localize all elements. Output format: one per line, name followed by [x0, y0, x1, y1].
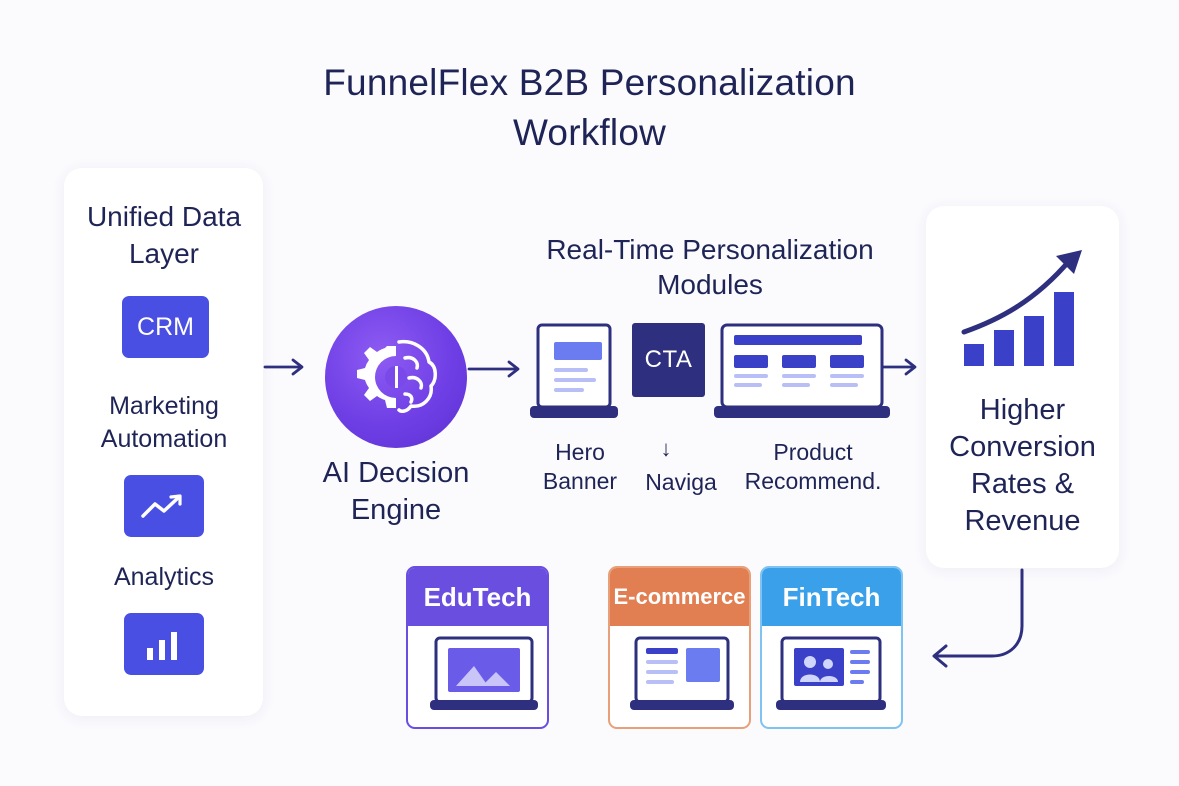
bar-chart-glyph — [147, 632, 177, 660]
cta-icon: CTA — [632, 323, 705, 397]
outcome-label: Higher Conversion Rates & Revenue — [949, 394, 1096, 537]
title-text: FunnelFlex B2B Personalization Workflow — [323, 62, 856, 153]
gear-brain-glyph — [357, 339, 437, 413]
arrow-right-icon — [263, 358, 304, 376]
trend-line-icon — [124, 475, 204, 537]
crm-icon: CRM — [122, 296, 209, 358]
industry-card-fintech: FinTech — [760, 566, 903, 729]
hero-banner-label: Hero Banner — [542, 439, 618, 494]
image-laptop-icon — [430, 636, 538, 710]
trend-line-glyph — [141, 494, 182, 518]
modules-heading: Real-Time Personalization Modules — [546, 234, 874, 300]
product-grid-laptop-icon — [630, 636, 734, 710]
profile-laptop-icon — [776, 636, 886, 710]
return-arrow-icon — [932, 568, 1024, 668]
industry-header: EduTech — [408, 568, 547, 626]
product-recommendation-icon — [714, 323, 890, 418]
engine-label: AI Decision Engine — [322, 457, 470, 526]
data-layer-heading: Unified Data Layer — [86, 201, 242, 269]
industry-header: E-commerce — [610, 568, 749, 626]
industry-card-edutech: EduTech — [406, 566, 549, 729]
industry-header: FinTech — [762, 568, 901, 626]
analytics-label: Analytics — [113, 563, 215, 591]
diagram-title: FunnelFlex B2B Personalization Workflow — [0, 58, 1179, 158]
growth-chart-icon — [961, 250, 1082, 366]
hero-banner-icon — [530, 323, 618, 418]
industry-card-ecommerce: E-commerce — [608, 566, 751, 729]
product-recommendation-label: Product Recommend. — [744, 439, 882, 494]
arrow-right-icon — [880, 358, 917, 376]
navigation-label: Naviga — [645, 469, 717, 495]
marketing-automation-label: Marketing Automation — [100, 392, 228, 453]
outcome-panel — [926, 206, 1119, 568]
ai-engine-icon — [325, 306, 467, 448]
arrow-right-icon — [467, 360, 520, 378]
bar-chart-icon — [124, 613, 204, 675]
nav-arrow-icon: ↓ — [660, 436, 672, 461]
